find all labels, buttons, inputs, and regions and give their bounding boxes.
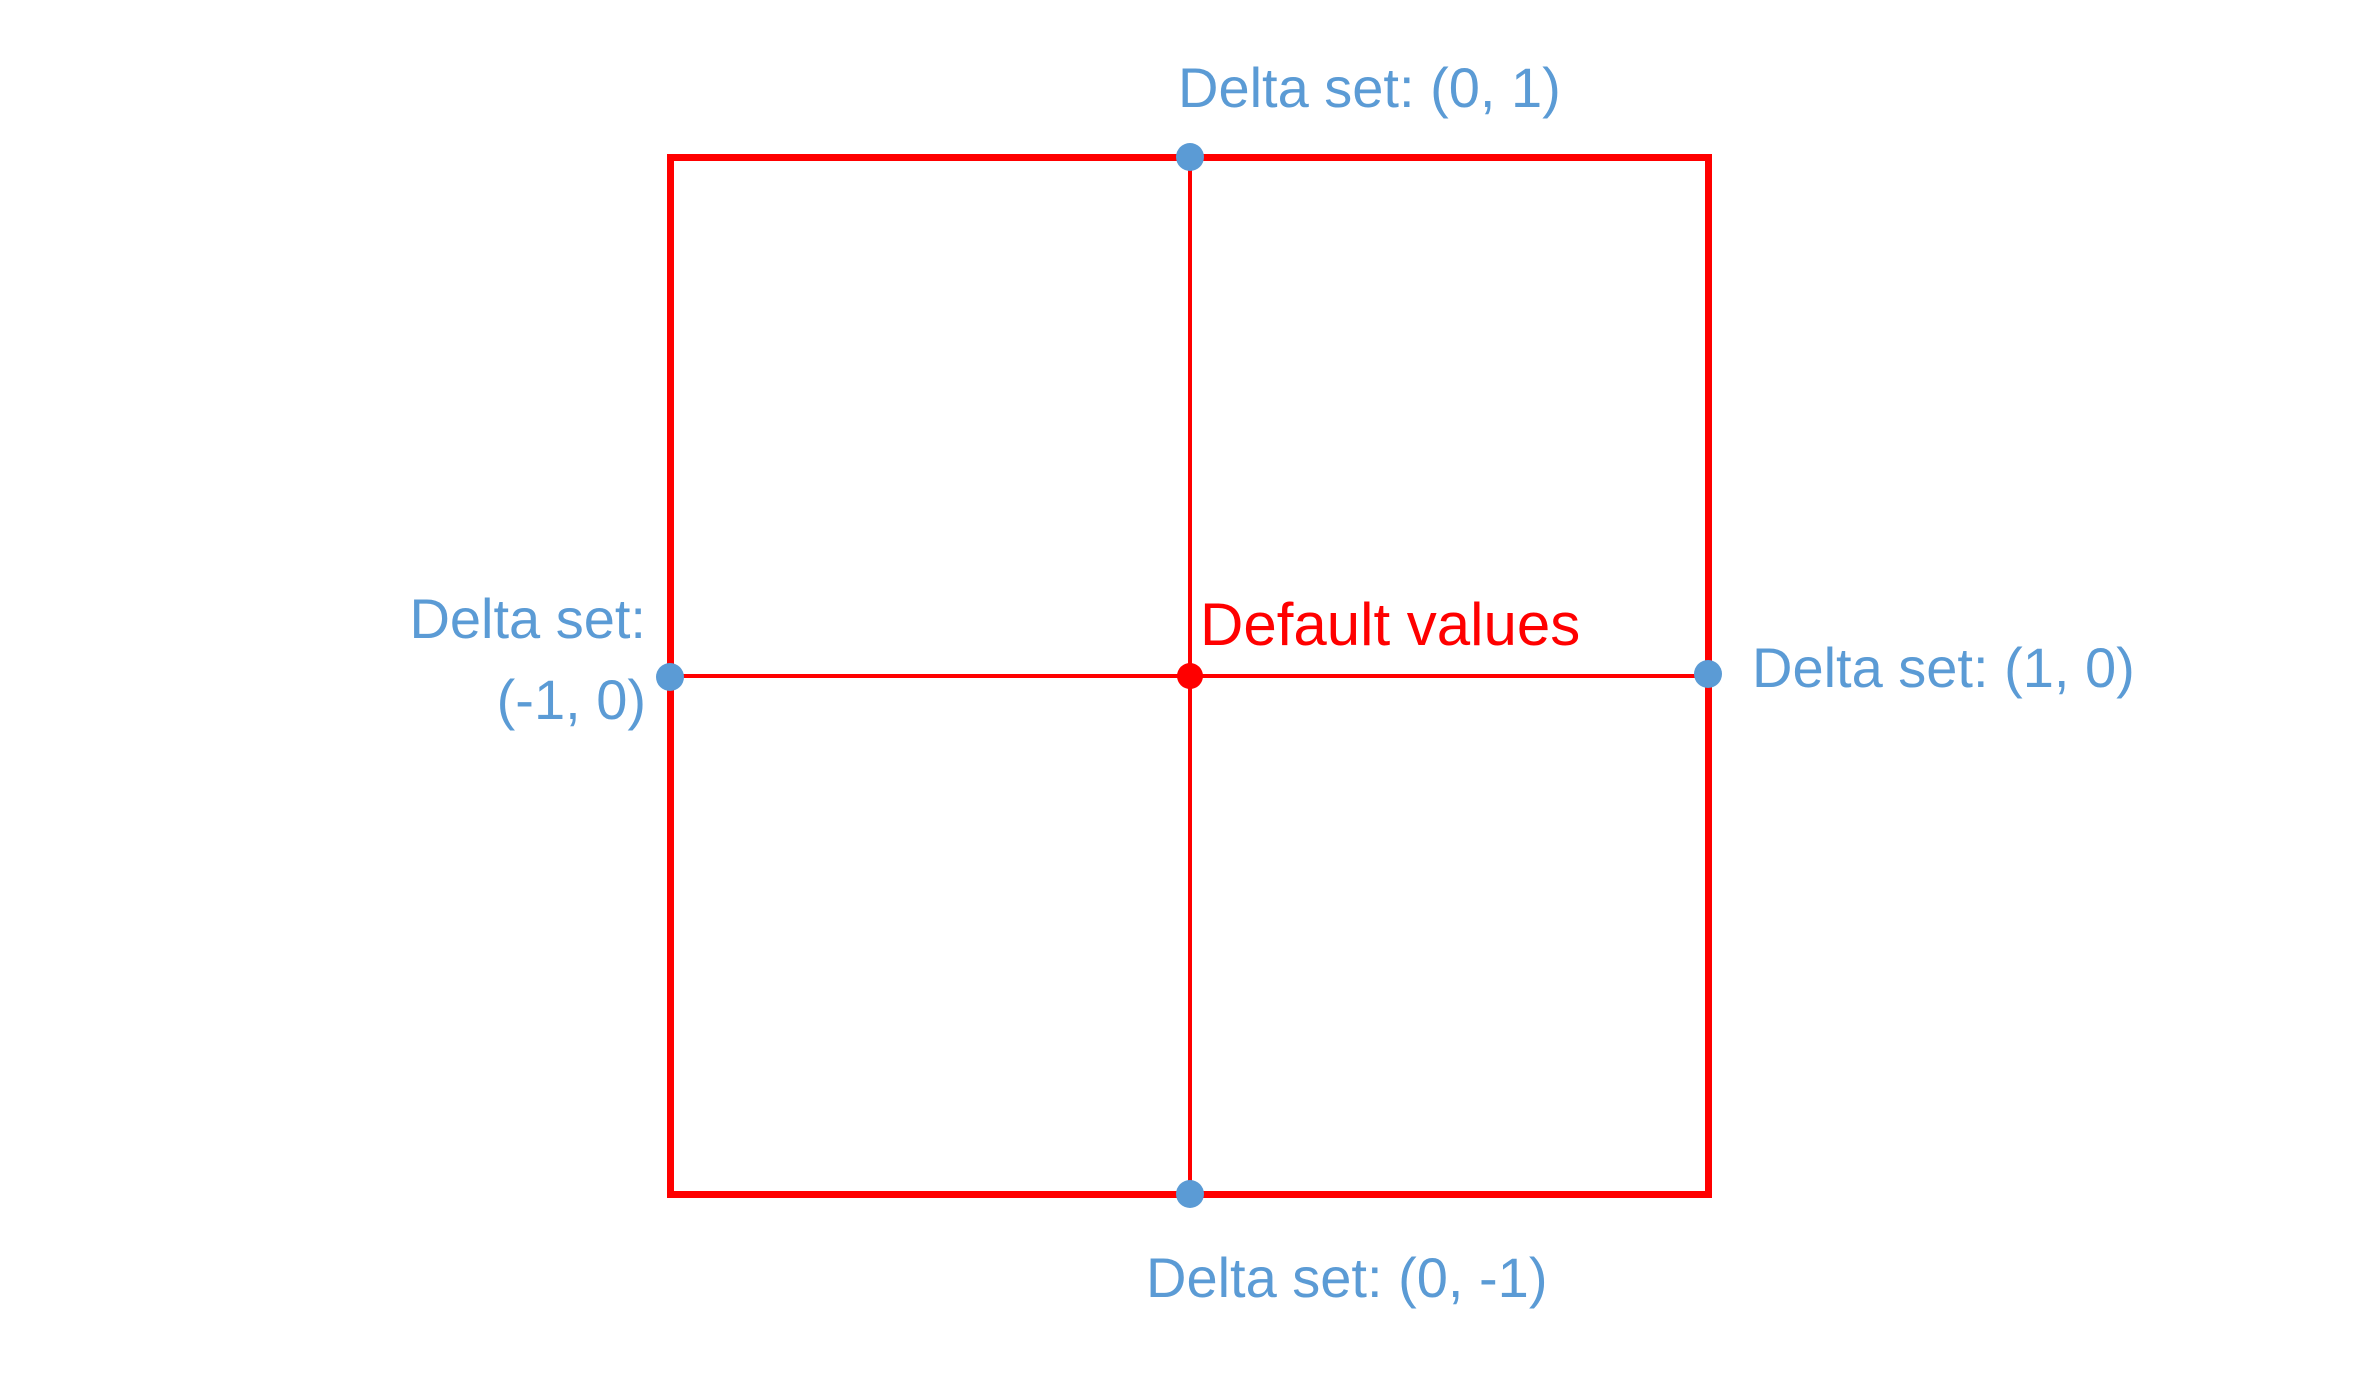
left-point-label: Delta set: (-1, 0) (320, 578, 646, 740)
top-point-label: Delta set: (0, 1) (1178, 56, 1561, 119)
bottom-point-label: Delta set: (0, -1) (1146, 1246, 1548, 1309)
left-point-marker (656, 663, 684, 691)
right-point-marker (1694, 660, 1722, 688)
top-point-marker (1176, 143, 1204, 171)
right-point-label: Delta set: (1, 0) (1752, 636, 2135, 699)
bottom-point-marker (1176, 1180, 1204, 1208)
center-label: Default values (1200, 591, 1581, 658)
left-point-label-line1: Delta set: (409, 587, 646, 650)
left-point-label-line2: (-1, 0) (496, 668, 646, 731)
center-point-marker (1177, 663, 1203, 689)
